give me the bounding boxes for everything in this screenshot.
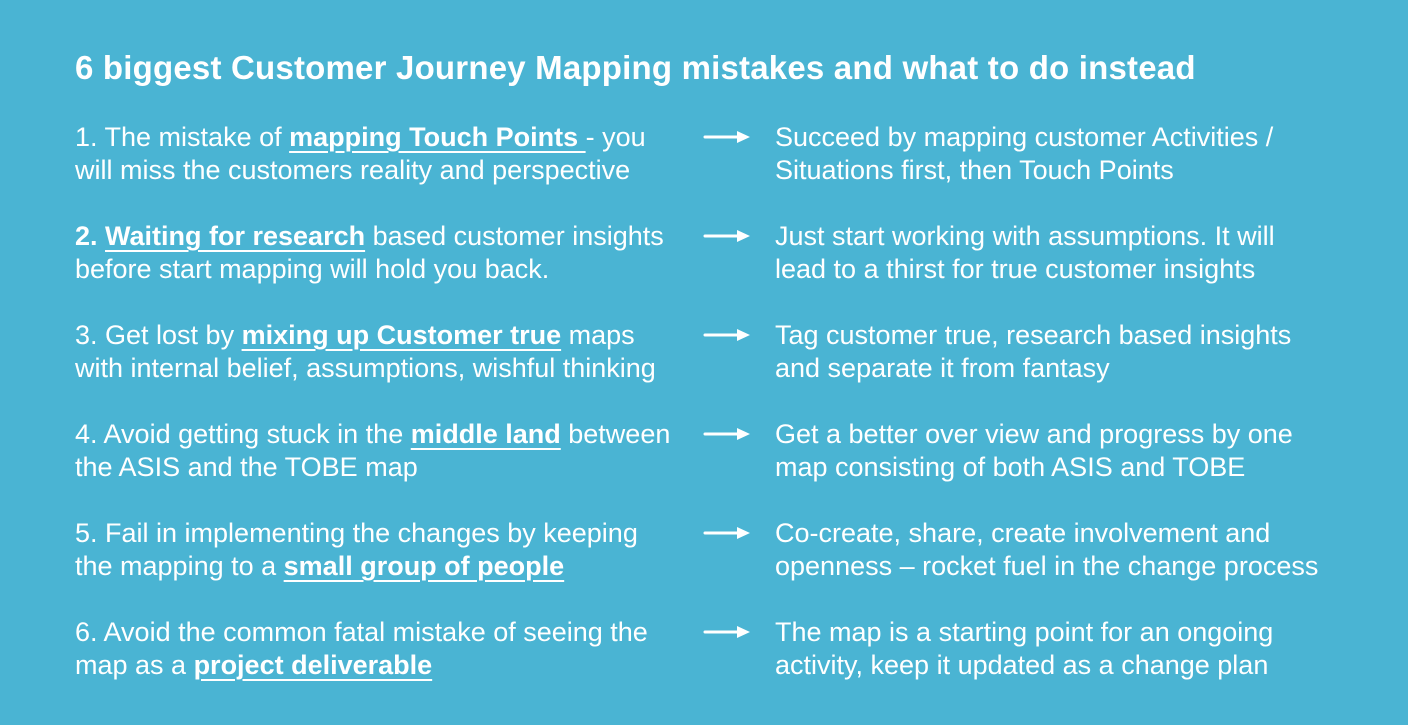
right-arrow-icon bbox=[703, 131, 750, 143]
mistake-pre: the ASIS and the TOBE map bbox=[75, 452, 418, 482]
solution-line: Get a better over view and progress by o… bbox=[775, 419, 1293, 449]
mistake-post: - you bbox=[585, 122, 646, 152]
arrow-cell bbox=[695, 418, 775, 484]
mistake-row: 3. Get lost by mixing up Customer true m… bbox=[75, 319, 1408, 385]
solution-line: Succeed by mapping customer Activities / bbox=[775, 122, 1274, 152]
right-arrow-icon bbox=[703, 230, 750, 242]
mistake-pre: the mapping to a bbox=[75, 551, 284, 581]
arrow-cell bbox=[695, 121, 775, 187]
mistake-text: 6. Avoid the common fatal mistake of see… bbox=[75, 616, 695, 682]
mistake-text: 3. Get lost by mixing up Customer true m… bbox=[75, 319, 695, 385]
solution-line: openness – rocket fuel in the change pro… bbox=[775, 551, 1319, 581]
slide-title: 6 biggest Customer Journey Mapping mista… bbox=[75, 49, 1196, 86]
right-arrow-icon bbox=[703, 428, 750, 440]
solution-line: map consisting of both ASIS and TOBE bbox=[775, 452, 1246, 482]
mistake-pre: 1. The mistake of bbox=[75, 122, 290, 152]
mistake-pre: 3. Get lost by bbox=[75, 320, 242, 350]
right-arrow-icon bbox=[703, 527, 750, 539]
mistake-post: between bbox=[560, 419, 671, 449]
mistake-emphasis: project deliverable bbox=[193, 650, 433, 680]
mistake-row: 4. Avoid getting stuck in the middle lan… bbox=[75, 418, 1408, 484]
solution-text: The map is a starting point for an ongoi… bbox=[775, 616, 1408, 682]
arrow-cell bbox=[695, 616, 775, 682]
mistake-text: 5. Fail in implementing the changes by k… bbox=[75, 517, 695, 583]
mistake-pre: with internal belief, assumptions, wishf… bbox=[75, 353, 656, 383]
mistake-text: 4. Avoid getting stuck in the middle lan… bbox=[75, 418, 695, 484]
mistake-strong: 2. bbox=[75, 221, 106, 251]
arrow-cell bbox=[695, 220, 775, 286]
solution-text: Get a better over view and progress by o… bbox=[775, 418, 1408, 484]
mistake-text: 1. The mistake of mapping Touch Points -… bbox=[75, 121, 695, 187]
mistake-row: 5. Fail in implementing the changes by k… bbox=[75, 517, 1408, 583]
solution-line: The map is a starting point for an ongoi… bbox=[775, 617, 1274, 647]
mistake-post: maps bbox=[561, 320, 635, 350]
mistake-pre: 5. Fail in implementing the changes by k… bbox=[75, 518, 638, 548]
mistake-emphasis: mixing up Customer true bbox=[241, 320, 562, 350]
solution-line: activity, keep it updated as a change pl… bbox=[775, 650, 1269, 680]
mistake-pre: map as a bbox=[75, 650, 194, 680]
mistake-row: 6. Avoid the common fatal mistake of see… bbox=[75, 616, 1408, 682]
mistake-row: 2. Waiting for research based customer i… bbox=[75, 220, 1408, 286]
solution-text: Co-create, share, create involvement and… bbox=[775, 517, 1408, 583]
mistake-text: 2. Waiting for research based customer i… bbox=[75, 220, 695, 286]
solution-line: Situations first, then Touch Points bbox=[775, 155, 1174, 185]
mistake-pre: before start mapping will hold you back. bbox=[75, 254, 550, 284]
right-arrow-icon bbox=[703, 329, 750, 341]
mistake-emphasis: middle land bbox=[410, 419, 561, 449]
arrow-cell bbox=[695, 517, 775, 583]
mistake-pre: will miss the customers reality and pers… bbox=[75, 155, 631, 185]
arrow-cell bbox=[695, 319, 775, 385]
mistake-pre: 6. Avoid the common fatal mistake of see… bbox=[75, 617, 648, 647]
solution-text: Tag customer true, research based insigh… bbox=[775, 319, 1408, 385]
mistake-emphasis: small group of people bbox=[283, 551, 565, 581]
solution-line: lead to a thirst for true customer insig… bbox=[775, 254, 1256, 284]
solution-text: Succeed by mapping customer Activities /… bbox=[775, 121, 1408, 187]
mistake-row: 1. The mistake of mapping Touch Points -… bbox=[75, 121, 1408, 187]
solution-line: Just start working with assumptions. It … bbox=[775, 221, 1275, 251]
solution-text: Just start working with assumptions. It … bbox=[775, 220, 1408, 286]
solution-line: Co-create, share, create involvement and bbox=[775, 518, 1271, 548]
mistake-pre: 4. Avoid getting stuck in the bbox=[75, 419, 411, 449]
right-arrow-icon bbox=[703, 626, 750, 638]
solution-line: and separate it from fantasy bbox=[775, 353, 1110, 383]
mistake-emphasis: Waiting for research bbox=[105, 221, 366, 251]
solution-line: Tag customer true, research based insigh… bbox=[775, 320, 1292, 350]
mistake-emphasis: mapping Touch Points bbox=[289, 122, 586, 152]
mistake-post: based customer insights bbox=[365, 221, 664, 251]
